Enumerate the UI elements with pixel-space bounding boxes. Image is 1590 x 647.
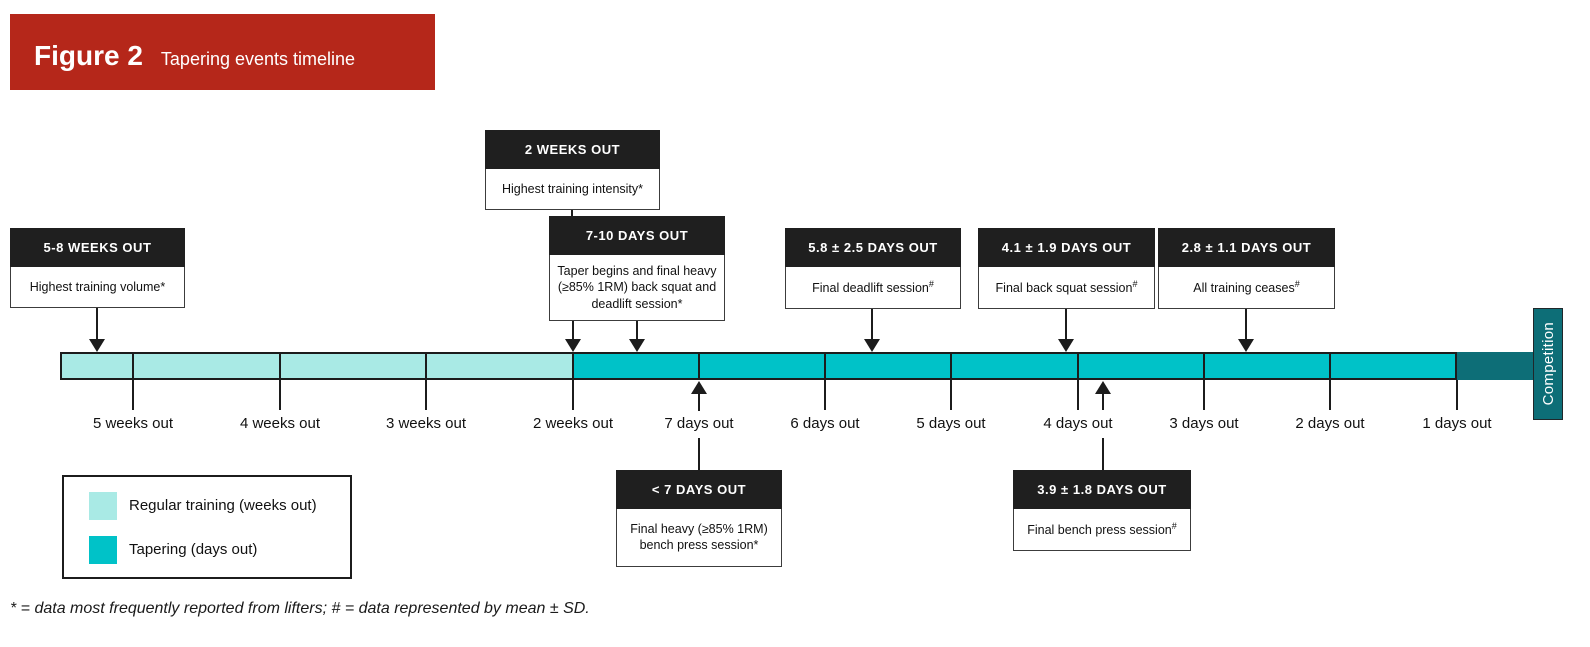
event-title: 2 WEEKS OUT <box>485 130 660 169</box>
segment-divider <box>1329 354 1331 378</box>
tick-label: 7 days out <box>664 415 734 432</box>
tick-mark <box>1456 380 1458 410</box>
tick-label: 4 weeks out <box>239 415 321 432</box>
event-body: Final heavy (≥85% 1RM) bench press sessi… <box>616 509 782 567</box>
footnote-marker: * <box>753 538 759 553</box>
event-body: Highest training intensity* <box>485 169 660 211</box>
footnote-marker: # <box>928 279 934 289</box>
tick-label: 2 weeks out <box>532 415 614 432</box>
event-box-3-9-days: 3.9 ± 1.8 DAYS OUT Final bench press ses… <box>1013 470 1191 552</box>
event-box-5-8-days: 5.8 ± 2.5 DAYS OUT Final deadlift sessio… <box>785 228 961 310</box>
connector-line <box>698 438 700 474</box>
event-body: Final bench press session# <box>1013 509 1191 552</box>
event-title: 5.8 ± 2.5 DAYS OUT <box>785 228 961 267</box>
connector-line <box>96 300 98 340</box>
connector-line <box>1102 438 1104 474</box>
segment-divider <box>950 354 952 378</box>
tick-label: 1 days out <box>1422 415 1492 432</box>
event-title: 4.1 ± 1.9 DAYS OUT <box>978 228 1155 267</box>
event-title: 7-10 DAYS OUT <box>549 216 725 255</box>
tick-mark <box>1203 380 1205 410</box>
competition-label: Competition <box>1539 322 1557 406</box>
event-title: 2.8 ± 1.1 DAYS OUT <box>1158 228 1335 267</box>
footnote-marker: # <box>1294 279 1300 289</box>
arrow-up-icon <box>691 381 707 394</box>
tick-mark <box>824 380 826 410</box>
tick-label: 5 weeks out <box>92 415 174 432</box>
event-title: 3.9 ± 1.8 DAYS OUT <box>1013 470 1191 509</box>
tick-label: 5 days out <box>916 415 986 432</box>
event-title: < 7 DAYS OUT <box>616 470 782 509</box>
figure-label: Figure 2 <box>34 40 143 71</box>
tick-mark <box>425 380 427 410</box>
tick-label: 2 days out <box>1295 415 1365 432</box>
arrow-down-icon <box>629 339 645 352</box>
figure-banner: Figure 2 Tapering events timeline <box>10 14 435 90</box>
segment-divider <box>1077 354 1079 378</box>
connector-line <box>1065 300 1067 340</box>
regular-training-region <box>62 354 573 378</box>
connector-line <box>1245 300 1247 340</box>
tapering-region <box>573 354 1455 378</box>
event-box-lt-7-days: < 7 DAYS OUT Final heavy (≥85% 1RM) benc… <box>616 470 782 567</box>
legend-label: Regular training (weeks out) <box>129 497 317 514</box>
connector-line <box>1102 393 1104 410</box>
event-box-2-8-days: 2.8 ± 1.1 DAYS OUT All training ceases# <box>1158 228 1335 310</box>
event-box-2-weeks: 2 WEEKS OUT Highest training intensity* <box>485 130 660 211</box>
segment-divider <box>572 354 574 378</box>
legend-label: Tapering (days out) <box>129 541 258 558</box>
event-title: 5-8 WEEKS OUT <box>10 228 185 267</box>
arrow-down-icon <box>1058 339 1074 352</box>
tick-mark <box>572 380 574 410</box>
competition-lead-segment <box>1457 352 1533 380</box>
footnote-marker: * <box>677 296 683 311</box>
timeline-bar <box>60 352 1457 380</box>
tick-mark <box>950 380 952 410</box>
tick-label: 3 weeks out <box>385 415 467 432</box>
footnote: * = data most frequently reported from l… <box>10 600 590 617</box>
segment-divider <box>425 354 427 378</box>
segment-divider <box>132 354 134 378</box>
footnote-marker: # <box>1132 279 1138 289</box>
arrow-up-icon <box>1095 381 1111 394</box>
event-body: Final deadlift session# <box>785 267 961 310</box>
connector-line <box>572 308 574 340</box>
tick-mark <box>279 380 281 410</box>
arrow-down-icon <box>864 339 880 352</box>
segment-divider <box>824 354 826 378</box>
tick-label: 4 days out <box>1043 415 1113 432</box>
connector-line <box>698 393 700 411</box>
tick-mark <box>1077 380 1079 410</box>
arrow-down-icon <box>565 339 581 352</box>
arrow-down-icon <box>89 339 105 352</box>
connector-line <box>871 300 873 340</box>
event-box-7-10-days: 7-10 DAYS OUT Taper begins and final hea… <box>549 216 725 321</box>
footnote-marker: * <box>160 280 166 294</box>
arrow-down-icon <box>1238 339 1254 352</box>
event-box-4-1-days: 4.1 ± 1.9 DAYS OUT Final back squat sess… <box>978 228 1155 310</box>
tick-label: 3 days out <box>1169 415 1239 432</box>
event-body: Final back squat session# <box>978 267 1155 310</box>
footnote-marker: * <box>638 182 644 196</box>
competition-block: Competition <box>1533 308 1563 420</box>
event-body: Taper begins and final heavy (≥85% 1RM) … <box>549 255 725 321</box>
tick-mark <box>1329 380 1331 410</box>
event-body: Highest training volume* <box>10 267 185 309</box>
segment-divider <box>1203 354 1205 378</box>
legend-swatch-regular <box>89 492 117 520</box>
event-body: All training ceases# <box>1158 267 1335 310</box>
connector-line <box>636 308 638 340</box>
event-box-5-8-weeks: 5-8 WEEKS OUT Highest training volume* <box>10 228 185 309</box>
figure-title: Tapering events timeline <box>160 48 356 69</box>
segment-divider <box>698 354 700 378</box>
footnote-marker: # <box>1171 521 1177 531</box>
legend: Regular training (weeks out) Tapering (d… <box>62 475 352 579</box>
segment-divider <box>279 354 281 378</box>
legend-swatch-tapering <box>89 536 117 564</box>
tick-label: 6 days out <box>790 415 860 432</box>
tick-mark <box>132 380 134 410</box>
